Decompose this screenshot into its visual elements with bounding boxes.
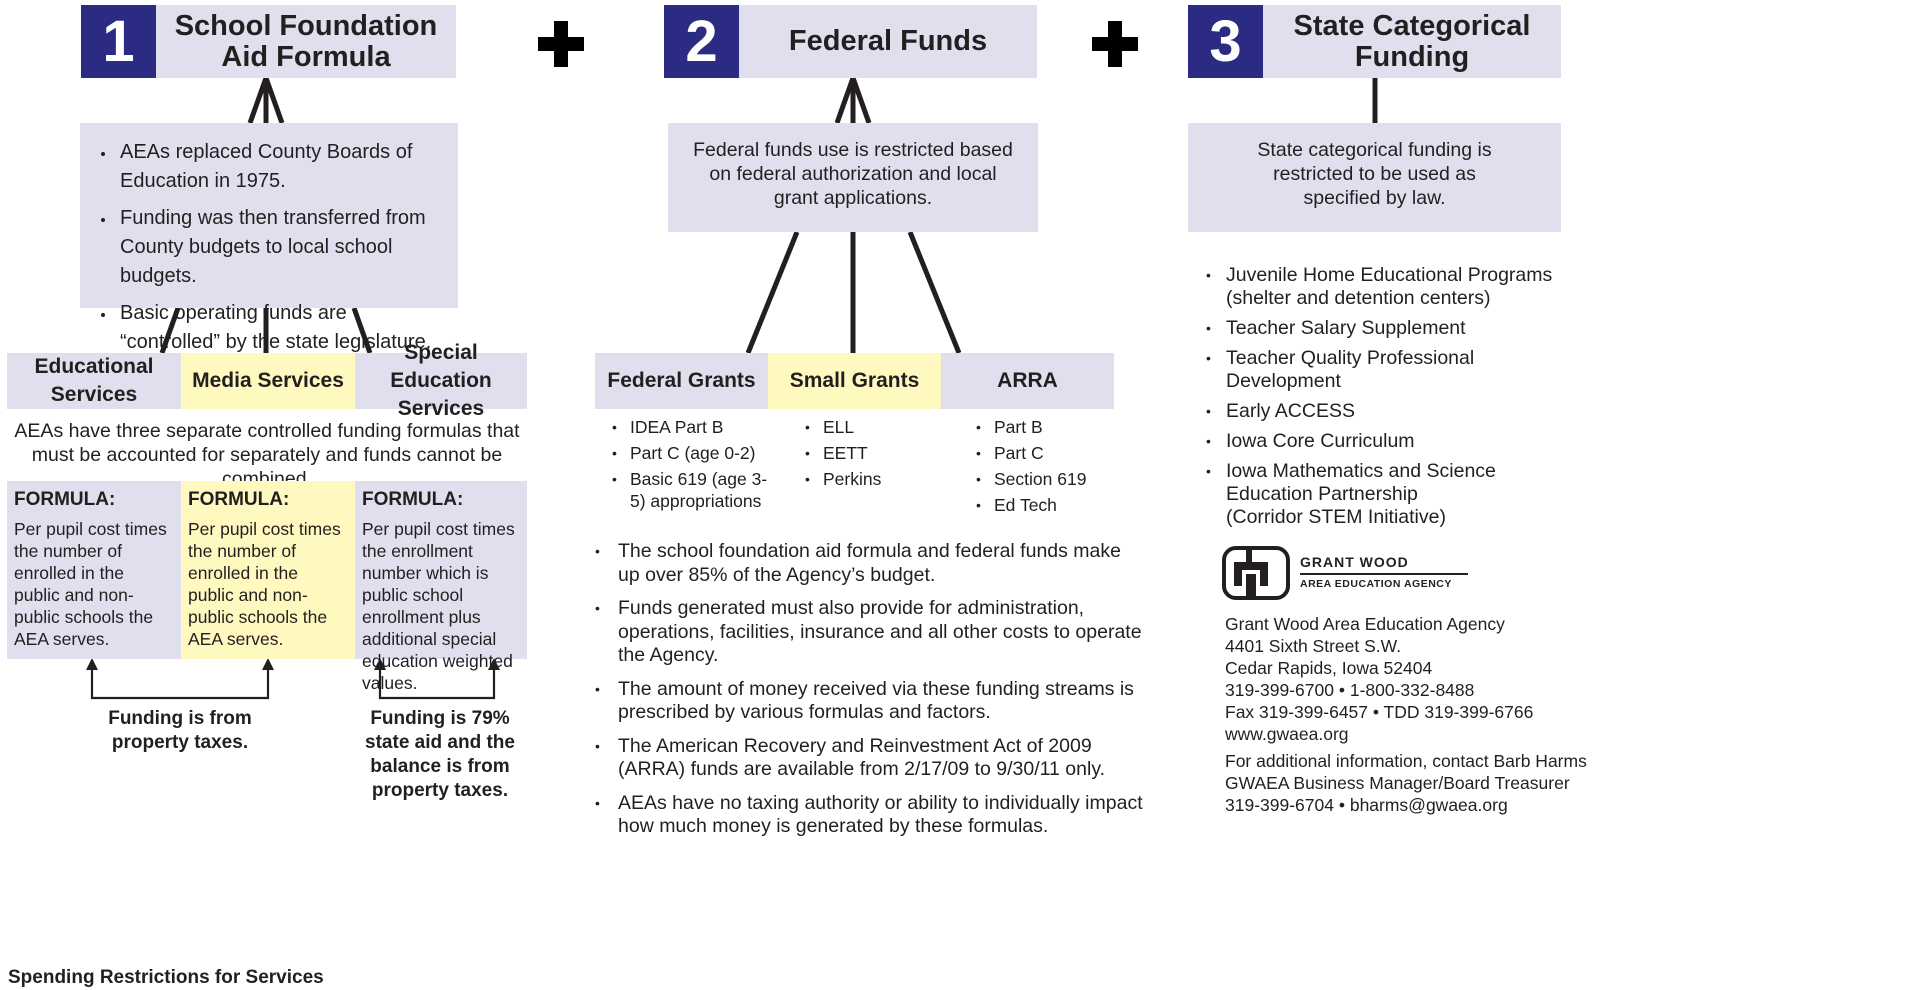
gwaea-logo: Grant Wood Area Education Agency <box>1222 546 1472 602</box>
category-media-services: Media Services <box>181 353 355 409</box>
address-line: Fax 319-399-6457 • TDD 319-399-6766 <box>1225 702 1534 722</box>
col1-info-bullet: AEAs replaced County Boards of Education… <box>116 138 444 196</box>
list-item: Section 619 <box>976 468 1106 490</box>
state-categorical-programs: Juvenile Home Educational Programs (shel… <box>1206 264 1576 529</box>
list-item: Perkins <box>805 468 925 490</box>
col2-note-item: The American Recovery and Reinvestment A… <box>595 735 1143 782</box>
formula-label: FORMULA: <box>188 489 290 510</box>
list-item: EETT <box>805 442 925 464</box>
formula-label: FORMULA: <box>14 489 116 510</box>
list-item: ELL <box>805 416 925 438</box>
col3-info-box: State categorical funding is restricted … <box>1188 123 1561 232</box>
col1-info-bullet: Funding was then transferred from County… <box>116 204 444 291</box>
formula-label: FORMULA: <box>362 489 464 510</box>
step-2-number: 2 <box>664 5 739 78</box>
formula-text: Per pupil cost times the enrollment numb… <box>362 519 515 693</box>
federal-grants-list: IDEA Part B Part C (age 0-2) Basic 619 (… <box>612 416 772 512</box>
list-item: Ed Tech <box>976 494 1106 516</box>
contact-line: For additional information, contact Barb… <box>1225 751 1587 771</box>
small-grants-list: ELL EETT Perkins <box>805 416 925 490</box>
formula-special-education: FORMULA: Per pupil cost times the enroll… <box>355 481 527 693</box>
col2-note-item: Funds generated must also provide for ad… <box>595 597 1143 668</box>
contact-info: For additional information, contact Barb… <box>1225 750 1587 816</box>
address-line: 4401 Sixth Street S.W. <box>1225 636 1402 656</box>
col3-title: State Categorical Funding <box>1263 5 1561 78</box>
step-3-number: 3 <box>1188 5 1263 78</box>
program-item: Teacher Salary Supplement <box>1206 317 1576 340</box>
category-small-grants: Small Grants <box>768 353 941 409</box>
col2-note-item: The amount of money received via these f… <box>595 678 1143 725</box>
list-item: IDEA Part B <box>612 416 772 438</box>
category-arra: ARRA <box>941 353 1114 409</box>
list-item: Basic 619 (age 3-5) appropriations <box>612 468 772 512</box>
col2-note-item: The school foundation aid formula and fe… <box>595 540 1143 587</box>
category-federal-grants: Federal Grants <box>595 353 768 409</box>
col1-title: School Foundation Aid Formula <box>156 5 456 78</box>
gwaea-logo-mark <box>1222 546 1290 600</box>
address-line: Cedar Rapids, Iowa 52404 <box>1225 658 1433 678</box>
address-line: Grant Wood Area Education Agency <box>1225 614 1505 634</box>
col2-note-item: AEAs have no taxing authority or ability… <box>595 792 1143 839</box>
col1-info-box: AEAs replaced County Boards of Education… <box>80 123 458 353</box>
contact-email-line[interactable]: 319-399-6704 • bharms@gwaea.org <box>1225 795 1508 815</box>
arra-list: Part B Part C Section 619 Ed Tech <box>976 416 1106 516</box>
step-1-number: 1 <box>81 5 156 78</box>
col2-info-box: Federal funds use is restricted based on… <box>668 123 1038 232</box>
contact-address: Grant Wood Area Education Agency 4401 Si… <box>1225 613 1533 745</box>
program-item: Early ACCESS <box>1206 400 1576 423</box>
formula-educational: FORMULA: Per pupil cost times the number… <box>7 481 181 659</box>
logo-name: Grant Wood <box>1300 554 1409 570</box>
formula-text: Per pupil cost times the number of enrol… <box>188 519 341 649</box>
category-special-education-services: Special Education Services <box>355 341 527 420</box>
funding-property-taxes-caption: Funding is from property taxes. <box>108 708 252 753</box>
category-educational-services: Educational Services <box>7 353 181 409</box>
col2-notes: The school foundation aid formula and fe… <box>595 540 1143 839</box>
program-item: Iowa Core Curriculum <box>1206 430 1576 453</box>
spending-restrictions-heading: Spending Restrictions for Services <box>8 967 324 988</box>
col1-info-bullet: Basic operating funds are “controlled” b… <box>116 299 444 357</box>
program-item: Iowa Mathematics and Science Education P… <box>1206 460 1496 529</box>
formula-text: Per pupil cost times the number of enrol… <box>14 519 167 649</box>
website-link[interactable]: www.gwaea.org <box>1225 724 1349 744</box>
formula-media: FORMULA: Per pupil cost times the number… <box>181 481 355 659</box>
program-item: Teacher Quality Professional Development <box>1206 347 1576 393</box>
contact-line: GWAEA Business Manager/Board Treasurer <box>1225 773 1570 793</box>
program-item: Juvenile Home Educational Programs (shel… <box>1206 264 1576 310</box>
list-item: Part C (age 0-2) <box>612 442 772 464</box>
logo-subtitle: Area Education Agency <box>1300 578 1452 590</box>
list-item: Part C <box>976 442 1106 464</box>
col2-title: Federal Funds <box>739 5 1037 78</box>
address-line: 319-399-6700 • 1-800-332-8488 <box>1225 680 1475 700</box>
funding-state-aid-caption: Funding is 79% state aid and the balance… <box>365 708 515 801</box>
list-item: Part B <box>976 416 1106 438</box>
